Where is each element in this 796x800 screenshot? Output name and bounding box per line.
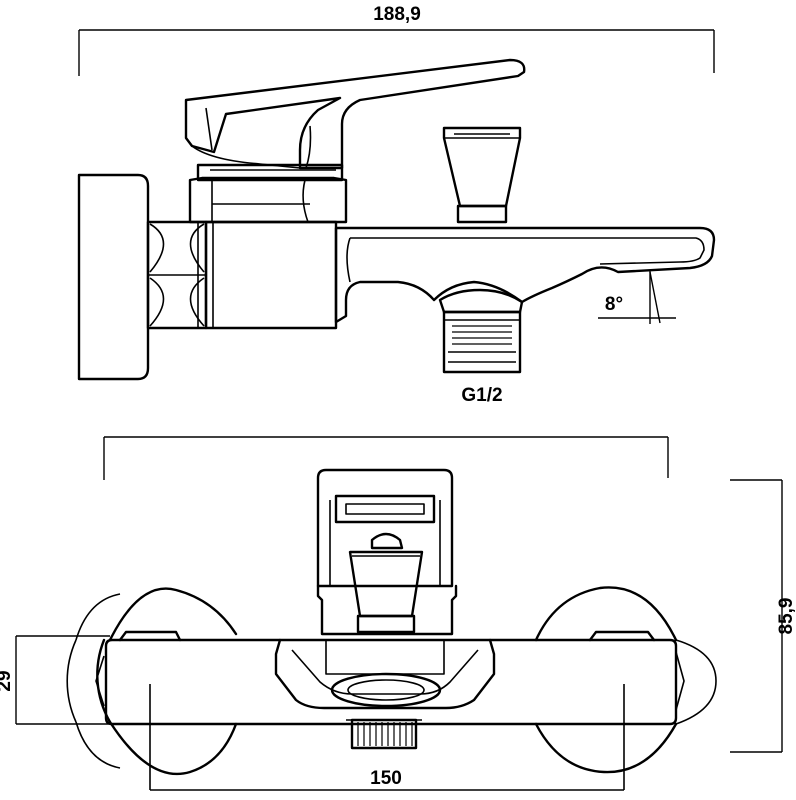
- dimension-front-width: [103, 436, 669, 480]
- label-angle: 8°: [605, 294, 623, 315]
- mixer-body-front: [104, 638, 678, 726]
- left-flange: [66, 587, 238, 776]
- hex-nut: [146, 220, 208, 330]
- label-thread: G1/2: [461, 385, 502, 406]
- mixer-body-side: [188, 176, 348, 330]
- lever-handle-side: [184, 58, 526, 182]
- spout: [334, 226, 716, 324]
- side-view: 188,9: [77, 4, 716, 406]
- dimension-height: 85,9: [730, 479, 796, 753]
- cartridge-housing: [316, 468, 458, 636]
- label-height: 85,9: [776, 598, 796, 635]
- thread-outlet-front: [346, 718, 422, 750]
- right-flange: [534, 586, 717, 774]
- spout-front: [274, 638, 496, 710]
- dimension-overall-width: 188,9: [78, 4, 715, 76]
- label-centers: 150: [370, 768, 402, 789]
- diverter-knob-side: [442, 126, 522, 224]
- thread-outlet-side: [438, 288, 524, 374]
- angle-indicator: 8°: [598, 270, 676, 324]
- diverter-knob-front: [348, 532, 424, 634]
- front-view: 85,9 29: [0, 436, 796, 791]
- dimension-centers: 150: [150, 768, 624, 791]
- dimension-inlet: 29: [0, 635, 110, 725]
- label-inlet-height: 29: [0, 670, 15, 691]
- wall-flange: [77, 173, 150, 381]
- label-overall-width: 188,9: [373, 4, 421, 25]
